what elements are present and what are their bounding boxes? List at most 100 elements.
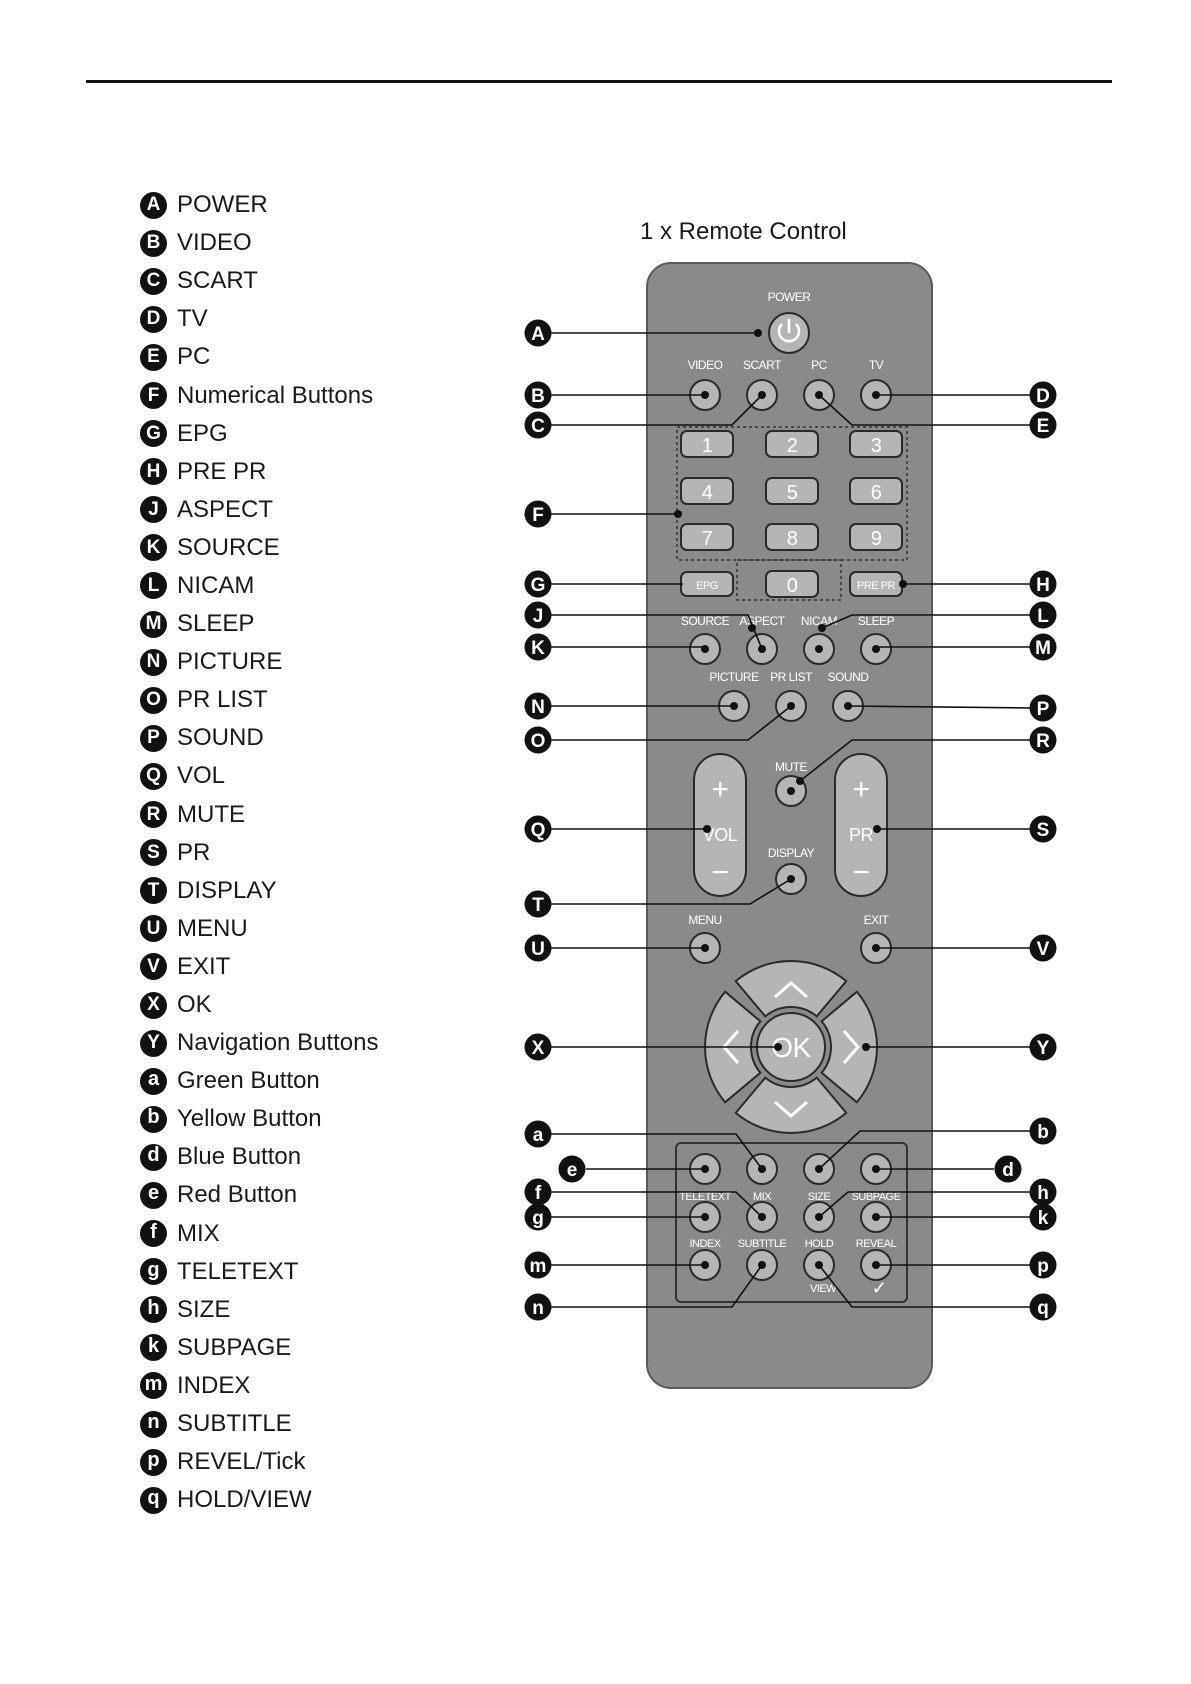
legend-label: EXIT	[177, 952, 231, 980]
chevron-up-icon	[774, 981, 808, 999]
teletext-row-label: INDEX	[689, 1238, 721, 1250]
menu-label: MENU	[688, 913, 721, 927]
callout-letter: R	[1036, 731, 1050, 752]
callout-letter: G	[531, 575, 546, 596]
pr-rocker[interactable]	[834, 753, 888, 897]
callout-badge	[1029, 633, 1057, 661]
callout-letter: O	[531, 731, 546, 752]
nav-up-button[interactable]	[734, 960, 848, 1018]
callout-badge	[1029, 694, 1057, 722]
digit-label: 7	[702, 528, 713, 550]
legend-label: PRE PR	[177, 457, 267, 485]
vol-rocker[interactable]	[693, 753, 747, 897]
digit-button[interactable]	[765, 477, 819, 505]
digit-button[interactable]	[849, 523, 903, 551]
legend-key-badge: Y	[140, 1029, 167, 1057]
callout-badge	[524, 815, 552, 843]
pr-plus-icon: +	[852, 773, 869, 806]
legend-key-badge: R	[140, 801, 167, 829]
legend-key-badge: L	[140, 572, 167, 600]
legend-key-badge: S	[140, 839, 167, 867]
legend-label: Red Button	[177, 1181, 298, 1209]
legend-label: POWER	[177, 191, 268, 219]
legend-label: INDEX	[177, 1371, 251, 1399]
legend-key-badge: a	[140, 1067, 167, 1095]
nav-right-button[interactable]	[820, 990, 878, 1104]
digit-button[interactable]	[765, 523, 819, 551]
digit-button[interactable]	[680, 523, 734, 551]
exit-label: EXIT	[864, 913, 890, 927]
callout-leader-line	[821, 614, 1030, 629]
digit-button[interactable]	[680, 430, 734, 458]
digit-button[interactable]	[849, 430, 903, 458]
callout-badge	[524, 570, 552, 598]
legend-key-badge: g	[140, 1258, 167, 1286]
callout-letter: U	[531, 939, 545, 960]
callout-letter: M	[1035, 638, 1051, 659]
legend-key-badge: U	[140, 915, 167, 943]
callout-leader-line	[551, 705, 792, 741]
legend-label: Yellow Button	[177, 1105, 322, 1133]
callout-letter: Q	[531, 820, 546, 841]
callout-badge	[1029, 601, 1057, 629]
teletext-group-outline	[675, 1142, 908, 1303]
callout-letter: B	[531, 386, 545, 407]
digit-button[interactable]	[765, 570, 819, 598]
digit-label: 1	[702, 435, 713, 457]
callout-badge	[558, 1155, 586, 1183]
digit-button[interactable]	[680, 477, 734, 505]
legend-label: TV	[177, 305, 208, 333]
callout-letter: h	[1037, 1183, 1049, 1204]
legend-label: SOURCE	[177, 533, 280, 561]
legend-key-badge: H	[140, 458, 167, 486]
callout-letter: m	[530, 1256, 547, 1277]
legend-key-badge: T	[140, 877, 167, 905]
legend-label: SCART	[177, 267, 258, 295]
callout-letter: F	[532, 505, 544, 526]
digit-label: 8	[787, 528, 798, 550]
callout-badge	[524, 726, 552, 754]
digit-button[interactable]	[849, 477, 903, 505]
legend-label: SLEEP	[177, 610, 255, 638]
pr-minus-icon: −	[852, 856, 869, 889]
function-row-label: SOURCE	[681, 614, 730, 628]
teletext-row-label: SUBPAGE	[852, 1191, 901, 1203]
digit-button[interactable]	[765, 430, 819, 458]
digit-label: 3	[871, 435, 882, 457]
callout-badge	[1029, 815, 1057, 843]
callout-badge	[1029, 1293, 1057, 1321]
vol-plus-icon: +	[711, 773, 728, 806]
legend-key-badge: h	[140, 1296, 167, 1324]
legend-label: Numerical Buttons	[177, 381, 374, 409]
pr-label: PR	[849, 825, 874, 845]
callout-letter: A	[531, 324, 545, 345]
callout-badge	[524, 890, 552, 918]
callout-letter: e	[567, 1160, 578, 1181]
legend-key-badge: e	[140, 1181, 167, 1209]
legend-key-badge: P	[140, 724, 167, 752]
callout-letter: K	[531, 638, 545, 659]
callout-badge	[524, 1120, 552, 1148]
callout-letter: D	[1036, 386, 1050, 407]
callout-leader-line	[799, 739, 1030, 782]
callout-badge	[1029, 570, 1057, 598]
legend-label: OK	[177, 991, 212, 1019]
nav-down-button[interactable]	[734, 1076, 848, 1134]
legend-key-badge: p	[140, 1448, 167, 1476]
